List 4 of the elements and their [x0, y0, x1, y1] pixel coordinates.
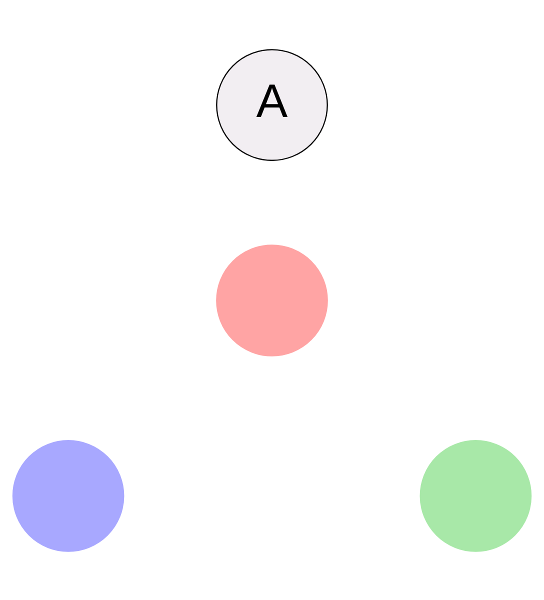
node-circle: [216, 244, 328, 356]
node-circle: A: [216, 48, 328, 160]
node-circle: [420, 440, 532, 552]
node-circle: [12, 440, 124, 552]
